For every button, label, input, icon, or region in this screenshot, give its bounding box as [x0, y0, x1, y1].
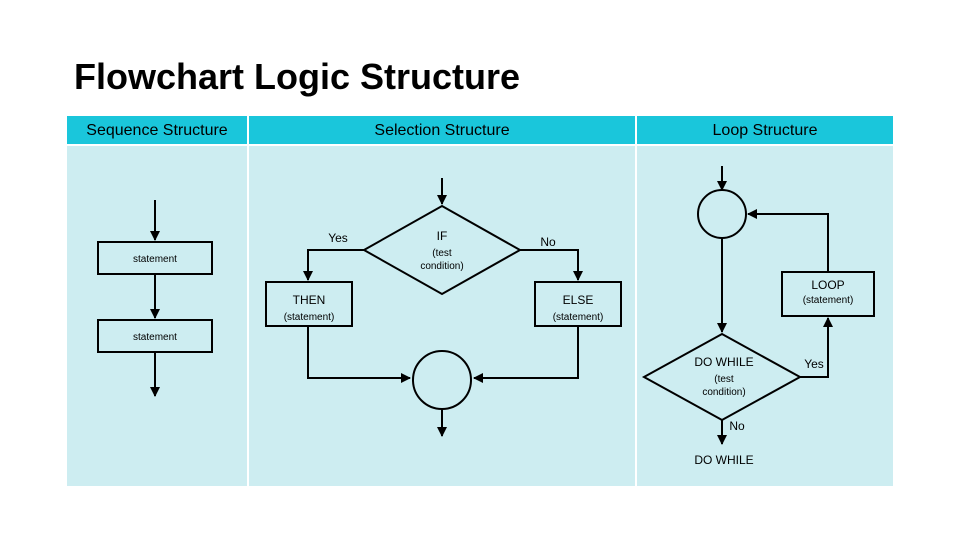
sequence-statement-label-2: statement: [133, 332, 177, 343]
header-loop: [637, 116, 893, 144]
header-selection-label: Selection Structure: [374, 122, 509, 139]
yes-branch-arrow: [303, 249, 364, 281]
if-label: IF: [437, 229, 448, 243]
else-label: ELSE: [563, 293, 594, 307]
panel-sequence: [67, 146, 247, 486]
page-title: Flowchart Logic Structure: [74, 56, 521, 97]
dowhile-condition-line-1: (test: [714, 374, 734, 385]
selection-connector-circle: [412, 350, 472, 410]
dowhile-yes-label: Yes: [804, 357, 824, 371]
header-sequence-label: Sequence Structure: [86, 122, 228, 139]
then-statement-box: [265, 281, 353, 327]
dowhile-label: DO WHILE: [694, 355, 753, 369]
loop-statement-label: (statement): [803, 295, 854, 306]
if-condition-line-2: condition): [420, 261, 463, 272]
if-condition-line-1: (test: [432, 248, 452, 259]
dowhile-exit-label: DO WHILE: [694, 453, 753, 467]
then-statement-label: (statement): [284, 312, 335, 323]
no-branch-arrow: [520, 249, 583, 281]
else-statement-box: [534, 281, 622, 327]
header-loop-label: Loop Structure: [713, 122, 818, 139]
dowhile-no-label: No: [729, 419, 745, 433]
loop-back-arrow: [747, 209, 829, 272]
header-selection: [249, 116, 635, 144]
dowhile-yes-arrow: [800, 317, 833, 378]
header-sequence: [67, 116, 247, 144]
if-no-label: No: [540, 235, 556, 249]
else-merge-arrow: [473, 326, 579, 383]
else-statement-label: (statement): [553, 312, 604, 323]
if-decision-diamond: [361, 204, 523, 296]
sequence-statement-box-2: [97, 319, 213, 353]
then-merge-arrow: [307, 326, 411, 383]
sequence-statement-label-1: statement: [133, 254, 177, 265]
then-label: THEN: [293, 293, 326, 307]
dowhile-condition-line-2: condition): [702, 387, 745, 398]
loop-statement-box: [781, 271, 875, 317]
loop-connector-circle: [697, 189, 747, 239]
if-yes-label: Yes: [328, 231, 348, 245]
loop-label: LOOP: [811, 278, 844, 292]
